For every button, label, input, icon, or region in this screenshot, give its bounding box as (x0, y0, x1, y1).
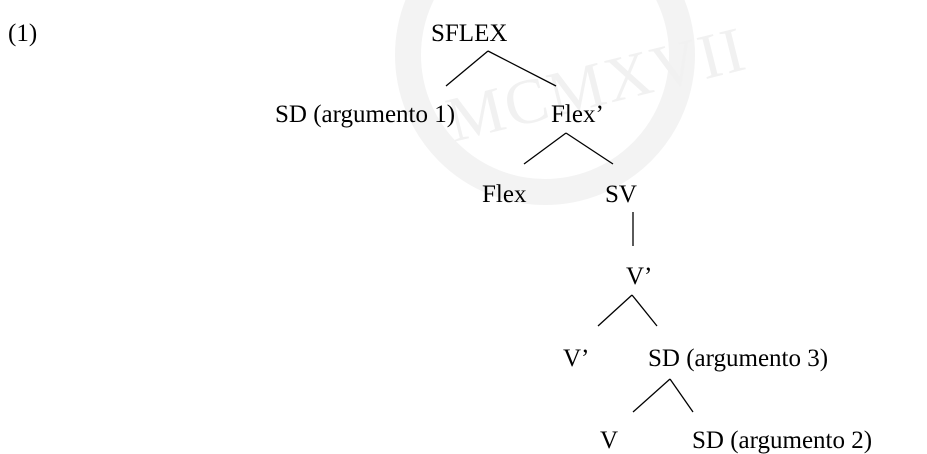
edge-flex-bar-sv (565, 132, 614, 165)
node-v-bar-inner: V’ (563, 345, 590, 372)
edge-flex-bar-flex (523, 132, 567, 165)
edge-sd-arg3-sd-arg2 (669, 378, 694, 413)
example-number: (1) (8, 20, 38, 47)
node-v-bar: V’ (626, 263, 653, 290)
node-flex-bar: Flex’ (551, 101, 604, 128)
node-sd-arg2: SD (argumento 2) (692, 427, 873, 454)
edge-v-bar-v-bar-inner (597, 294, 633, 327)
edge-sflex-sd-arg1 (445, 50, 489, 87)
edge-sflex-flex-bar (487, 50, 557, 87)
node-sd-arg3: SD (argumento 3) (648, 345, 829, 372)
node-v: V (600, 427, 619, 454)
node-sflex: SFLEX (431, 20, 508, 47)
edge-sd-arg3-v (632, 378, 671, 413)
node-sv: SV (605, 181, 637, 208)
node-flex: Flex (482, 181, 527, 208)
node-sd-arg1: SD (argumento 1) (275, 101, 456, 128)
edge-v-bar-sd-arg3 (631, 294, 658, 327)
